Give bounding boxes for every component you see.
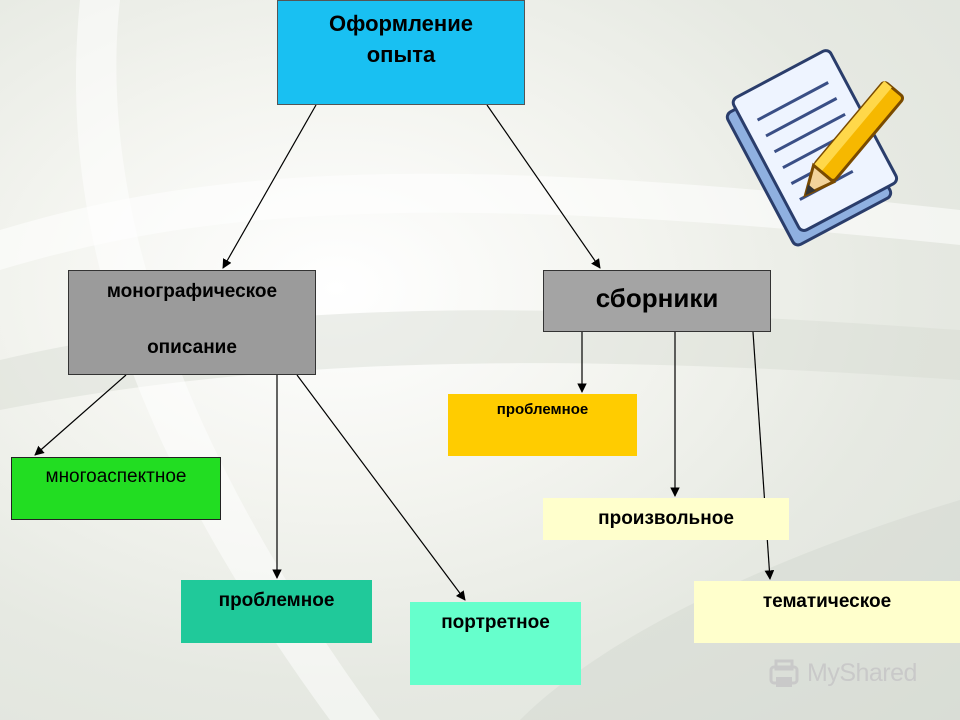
watermark-text: MyShared bbox=[807, 659, 917, 687]
node-root: Оформление опыта bbox=[277, 0, 525, 105]
watermark-logo-icon bbox=[769, 659, 799, 687]
node-problem-right: проблемное bbox=[448, 394, 637, 456]
node-multi-aspect: многоаспектное bbox=[11, 457, 221, 520]
node-monographic-line1: монографическое bbox=[106, 281, 278, 302]
node-problem-left: проблемное bbox=[181, 580, 372, 643]
node-root-line1: Оформление bbox=[329, 11, 473, 36]
document-pencil-icon bbox=[725, 49, 905, 247]
node-root-line2: опыта bbox=[366, 41, 436, 67]
node-collections: сборники bbox=[543, 270, 771, 332]
node-thematic: тематическое bbox=[694, 581, 960, 643]
node-monographic: монографическое описание bbox=[68, 270, 316, 375]
node-portrait: портретное bbox=[410, 602, 581, 685]
node-arbitrary: произвольное bbox=[543, 498, 789, 540]
node-monographic-line2: описание bbox=[147, 337, 237, 358]
watermark: MyShared bbox=[767, 655, 937, 695]
